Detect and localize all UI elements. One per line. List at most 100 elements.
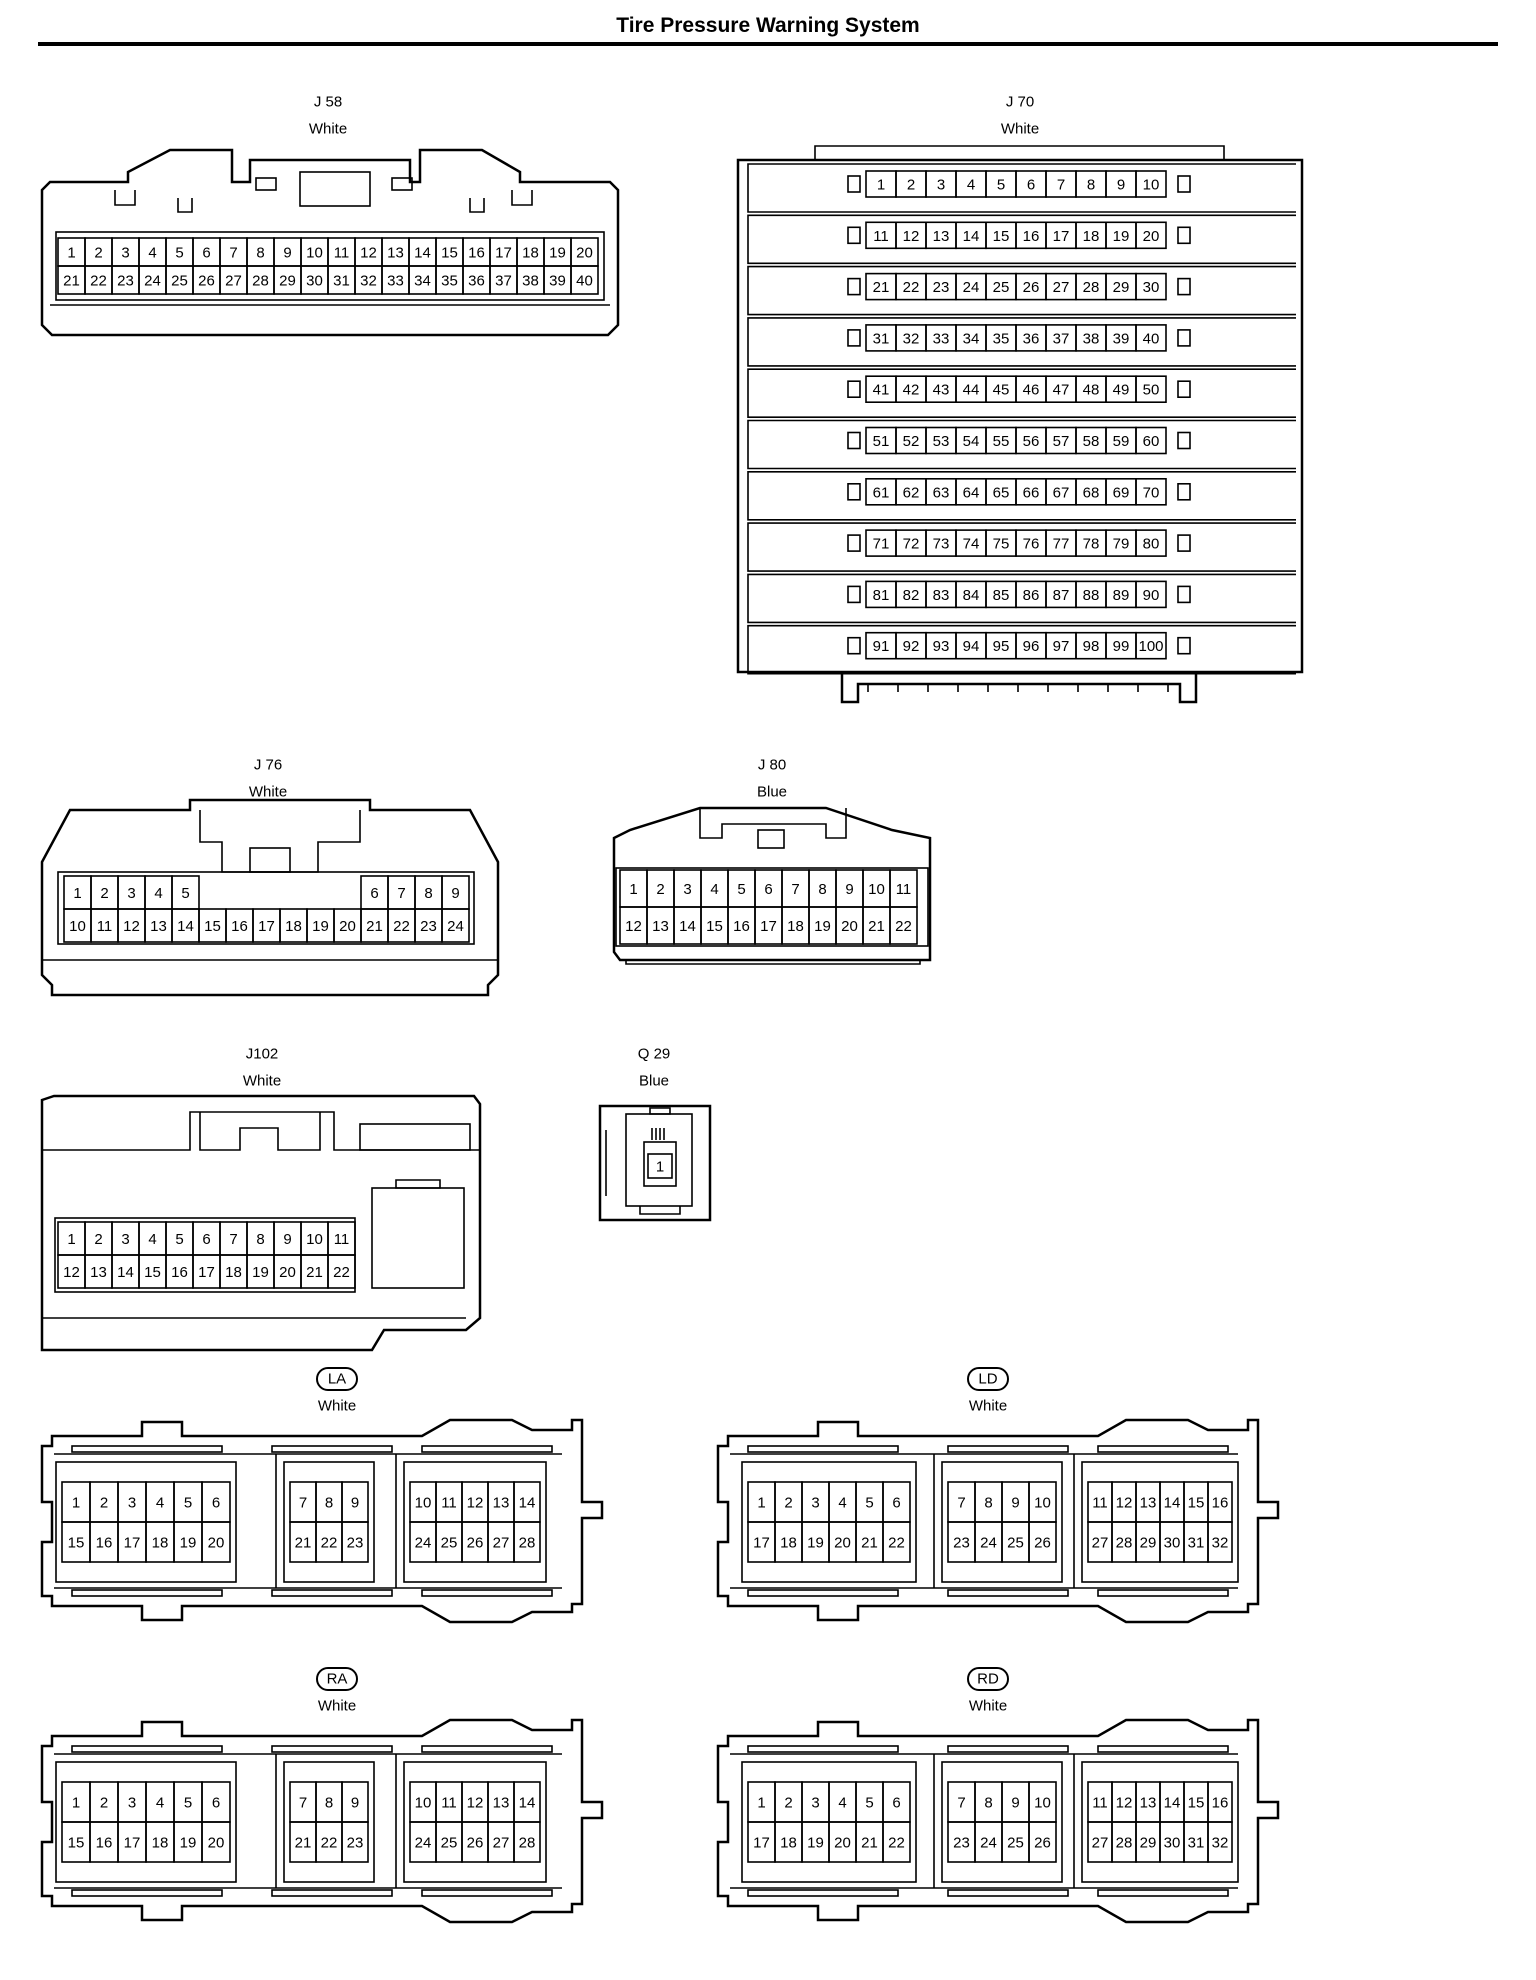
- pin-number: 11: [334, 245, 350, 262]
- pin-cell: 15: [1183, 1481, 1209, 1523]
- pin-cell: 26: [1028, 1521, 1057, 1563]
- pin-cell: 7: [289, 1781, 317, 1823]
- pin-number: 26: [1034, 1835, 1051, 1852]
- housing-outline: [649, 1107, 671, 1115]
- pin-cell: 93: [925, 631, 957, 660]
- pin-cell: 64: [955, 477, 987, 506]
- pin-number: 36: [468, 273, 485, 290]
- housing-outline: [747, 624, 1296, 675]
- pin-number: 44: [963, 382, 980, 399]
- pin-cell: 90: [1135, 580, 1167, 609]
- pin-cell: 17: [252, 908, 281, 943]
- connector-id-badge: [316, 1667, 358, 1691]
- pin-cell: 53: [925, 426, 957, 455]
- pin-cell: 17: [192, 1254, 221, 1289]
- pin-cell: 42: [895, 375, 927, 404]
- pin-number: 4: [967, 177, 975, 194]
- pin-cell: 25: [435, 1821, 463, 1863]
- pin-cell: 13: [84, 1254, 113, 1289]
- pin-number: 16: [171, 1264, 188, 1281]
- pin-number: 7: [299, 1795, 307, 1812]
- pin-cell: 17: [117, 1821, 147, 1863]
- pin-cell: 25: [435, 1521, 463, 1563]
- pin-cell: 9: [273, 1221, 302, 1256]
- pin-number: 23: [420, 918, 437, 935]
- pin-number: 19: [814, 918, 831, 935]
- pin-number: 23: [347, 1535, 364, 1552]
- pin-number: 9: [283, 245, 291, 262]
- pin-number: 29: [1113, 279, 1130, 296]
- pin-number: 6: [202, 245, 210, 262]
- pin-number: 4: [838, 1495, 846, 1512]
- pin-box: [1135, 426, 1167, 455]
- pin-cell: 9: [1001, 1481, 1030, 1523]
- pin-number: 24: [447, 918, 464, 935]
- housing-outline: [699, 808, 847, 839]
- pin-number: 39: [1113, 330, 1130, 347]
- pin-cell: 12: [354, 237, 383, 267]
- latch-slot: [1177, 534, 1191, 552]
- pin-cell: 17: [747, 1521, 776, 1563]
- pin-cell: 11: [327, 1221, 356, 1256]
- pin-cell: 1: [57, 237, 86, 267]
- connector-id: LA: [328, 1371, 346, 1388]
- pin-cell: 1: [647, 1153, 673, 1179]
- pin-number: 65: [993, 484, 1010, 501]
- pin-number: 14: [519, 1795, 536, 1812]
- pin-number: 12: [1116, 1795, 1133, 1812]
- pin-cell: 4: [145, 1481, 175, 1523]
- pin-cell: 98: [1075, 631, 1107, 660]
- pin-cell: 11: [90, 908, 119, 943]
- latch-rail: [271, 1589, 393, 1597]
- pin-cell: 71: [865, 529, 897, 557]
- pin-cell: 10: [300, 237, 329, 267]
- pin-number: 18: [152, 1835, 169, 1852]
- latch-slot: [847, 431, 861, 450]
- pin-cell: 29: [1135, 1821, 1161, 1863]
- pin-number: 2: [784, 1495, 792, 1512]
- pin-cell: 5: [855, 1781, 884, 1823]
- pin-number: 13: [387, 245, 404, 262]
- pin-cell: 14: [1159, 1781, 1185, 1823]
- housing-outline: [40, 148, 620, 337]
- pin-number: 28: [1116, 1535, 1133, 1552]
- pin-number: 39: [549, 273, 566, 290]
- latch-rail: [71, 1889, 223, 1897]
- pin-number: 3: [128, 1495, 136, 1512]
- pin-cell: 39: [1105, 324, 1137, 352]
- pin-number: 37: [495, 273, 512, 290]
- pin-number: 32: [1212, 1535, 1229, 1552]
- pin-cell: 16: [462, 237, 491, 267]
- pin-cell: 12: [895, 221, 927, 250]
- pin-cell: 91: [865, 631, 897, 660]
- pin-number: 10: [1034, 1495, 1051, 1512]
- pin-number: 99: [1113, 638, 1130, 655]
- pin-cell: 28: [513, 1821, 541, 1863]
- pin-number: 6: [202, 1231, 210, 1248]
- pin-cell: 20: [273, 1254, 302, 1289]
- pin-number: 92: [903, 638, 920, 655]
- pin-cell: 31: [327, 265, 356, 295]
- pin-number: 30: [1164, 1835, 1181, 1852]
- pin-cell: 57: [1045, 426, 1077, 455]
- pin-cell: 18: [279, 908, 308, 943]
- pin-cell: 45: [985, 375, 1017, 404]
- pin-number: 5: [737, 881, 745, 898]
- pin-number: 4: [156, 1795, 164, 1812]
- pin-cell: 24: [974, 1821, 1003, 1863]
- pin-number: 36: [1023, 330, 1040, 347]
- pin-cell: 19: [801, 1521, 830, 1563]
- pin-cell: 5: [727, 869, 756, 908]
- pin-cell: 81: [865, 580, 897, 609]
- pin-number: 10: [306, 245, 323, 262]
- pin-cell: 18: [145, 1521, 175, 1563]
- pin-number: 5: [175, 1231, 183, 1248]
- pin-cell: 21: [855, 1821, 884, 1863]
